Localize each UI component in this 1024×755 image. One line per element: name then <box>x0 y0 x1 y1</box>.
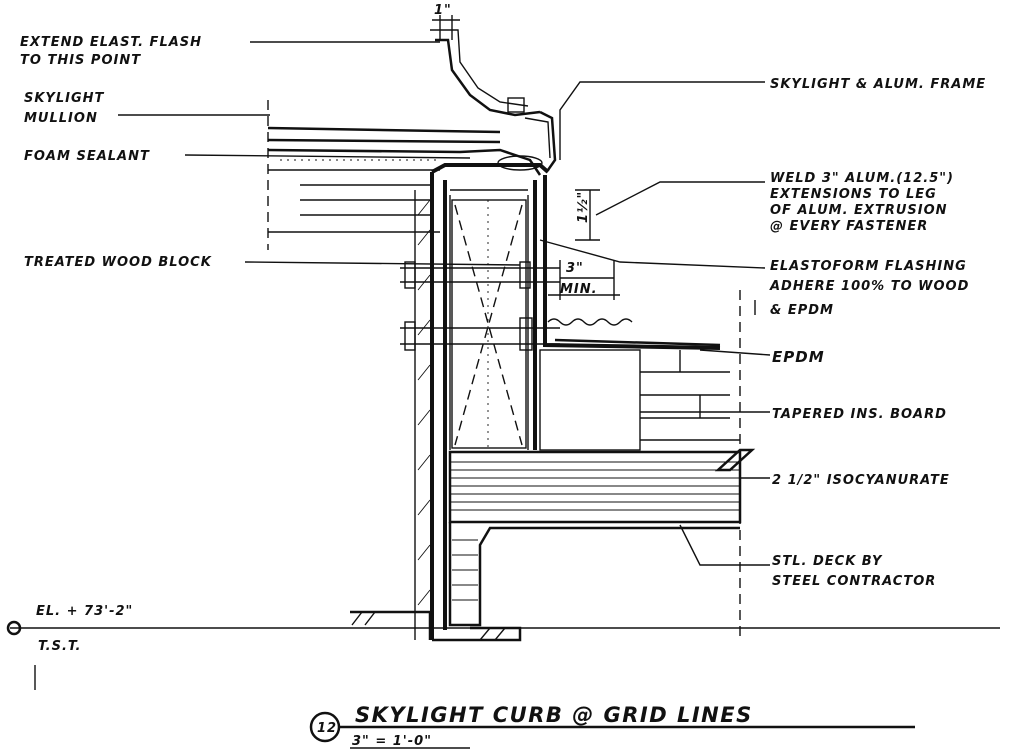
label-dim-top: 1" <box>434 3 452 18</box>
label-steel-deck-1: STL. DECK BY <box>772 554 883 569</box>
right-leaders <box>539 81 771 566</box>
skylight-aluminum-frame <box>430 15 557 171</box>
elastoform-flashing-epdm <box>543 235 721 350</box>
label-tos: T.S.T. <box>38 639 82 654</box>
drawing-labels: EXTEND ELAST. FLASH TO THIS POINT SKYLIG… <box>20 3 986 749</box>
drawing-scale: 3" = 1'-0" <box>352 734 432 749</box>
label-steel-deck-2: STEEL CONTRACTOR <box>772 574 936 589</box>
label-skylight-mullion-2: MULLION <box>24 111 98 126</box>
label-tapered-board: TAPERED INS. BOARD <box>772 407 947 422</box>
steel-base-angle <box>350 610 522 642</box>
left-leaders <box>118 41 521 266</box>
label-dim-min: MIN. <box>560 282 598 297</box>
foam-sealant <box>431 155 550 174</box>
drawing-title: SKYLIGHT CURB @ GRID LINES <box>355 703 753 727</box>
label-foam-sealant: FOAM SEALANT <box>24 149 150 164</box>
label-treated-wood-block: TREATED WOOD BLOCK <box>24 255 212 270</box>
label-epdm: EPDM <box>772 348 825 366</box>
detail-number-bubble <box>309 711 341 743</box>
label-flashing-note-1: ELASTOFORM FLASHING <box>770 259 967 274</box>
label-weld-note-1: WELD 3" ALUM.(12.5") <box>770 171 954 186</box>
label-isocyanurate: 2 1/2" ISOCYANURATE <box>772 473 950 488</box>
label-skylight-mullion-1: SKYLIGHT <box>24 91 105 106</box>
label-weld-note-2: EXTENSIONS TO LEG <box>770 187 937 202</box>
label-elevation: EL. + 73'-2" <box>36 604 133 619</box>
detail-number: 12 <box>317 721 337 736</box>
label-weld-note-3: OF ALUM. EXTRUSION <box>770 203 948 218</box>
label-dim-side: 1½" <box>576 191 591 223</box>
label-dim-three: 3" <box>566 261 584 276</box>
treated-wood-block <box>400 199 560 449</box>
label-extend-flashing-1: EXTEND ELAST. FLASH <box>20 35 202 50</box>
label-flashing-note-2: ADHERE 100% TO WOOD <box>769 279 969 294</box>
isocyanurate-insulation <box>448 448 756 524</box>
detail-title-block <box>309 711 915 749</box>
label-skylight-frame: SKYLIGHT & ALUM. FRAME <box>770 77 986 92</box>
tapered-insulation-board <box>539 349 740 451</box>
label-flashing-note-3: & EPDM <box>770 303 834 318</box>
reference-lines <box>6 189 1000 690</box>
label-weld-note-4: @ EVERY FASTENER <box>770 219 928 234</box>
steel-deck <box>448 522 740 627</box>
label-extend-flashing-2: TO THIS POINT <box>20 53 141 68</box>
skylight-mullion-glazing <box>267 100 542 250</box>
